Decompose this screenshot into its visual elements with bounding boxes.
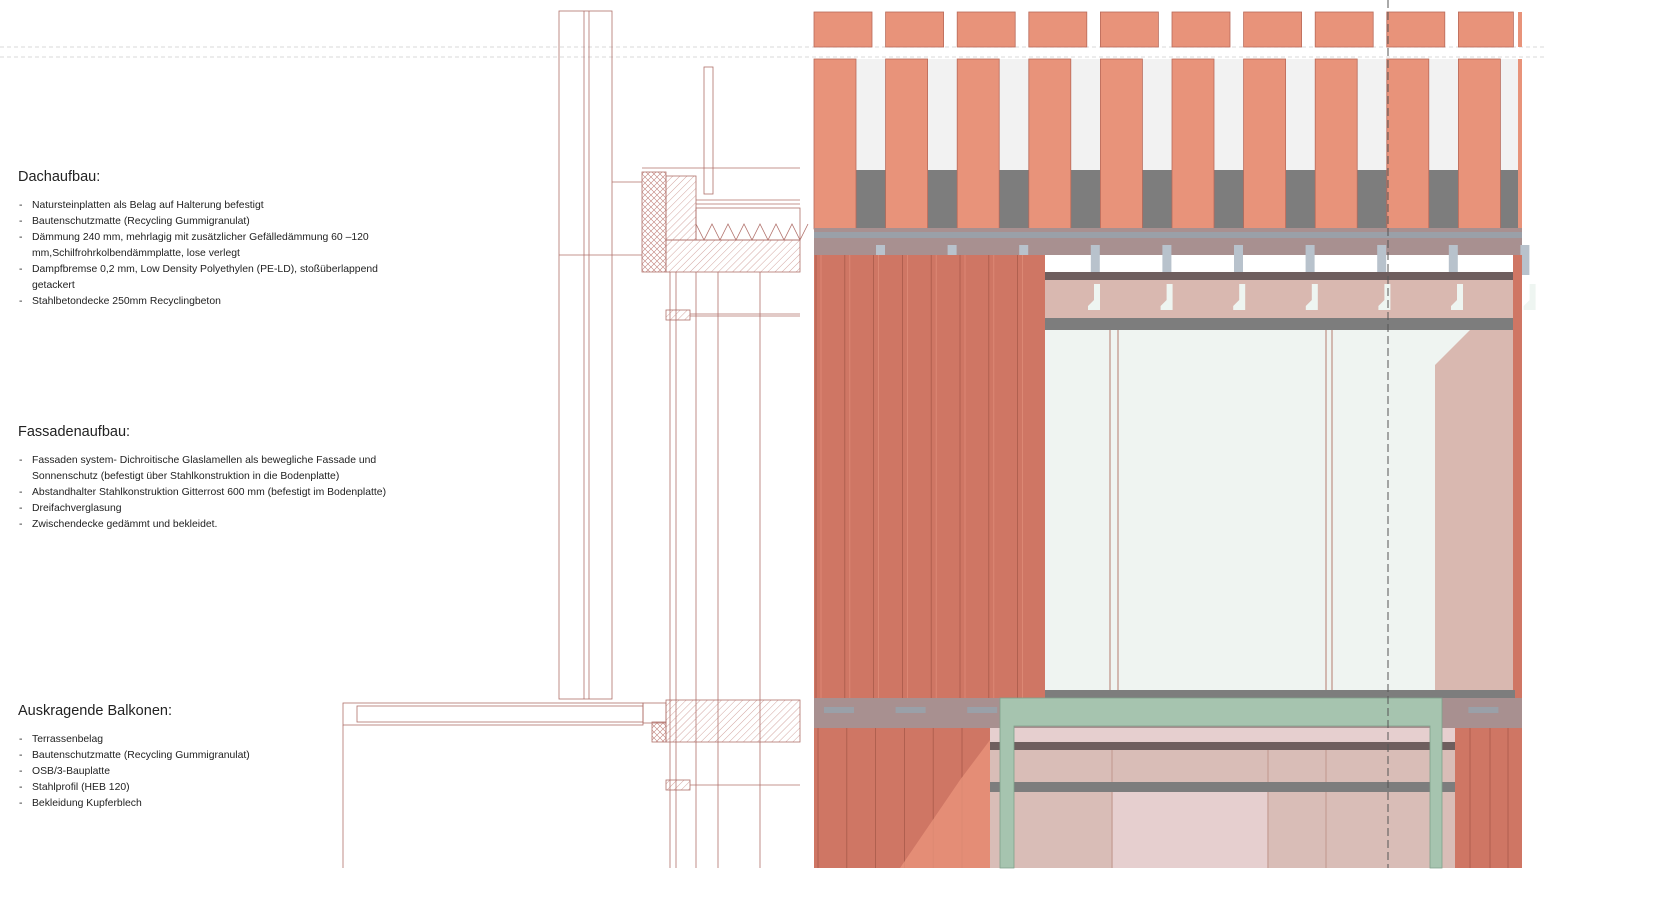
bracket: [665, 309, 691, 321]
roof-lamella-top: [1386, 11, 1446, 48]
bracket-post: [1520, 245, 1530, 275]
list-item: Fassaden system- Dichroitische Glaslamel…: [18, 453, 412, 485]
balcony-heading: Auskragende Balkonen:: [18, 703, 172, 719]
balcony-beam: [990, 742, 1455, 750]
list-item: Stahlprofil (HEB 120): [18, 780, 438, 796]
list-item: Bautenschutzmatte (Recycling Gummigranul…: [18, 214, 438, 230]
roof-lamella: [1458, 58, 1501, 230]
roof-lamella: [1171, 58, 1215, 230]
list-item: Bautenschutzmatte (Recycling Gummigranul…: [18, 748, 438, 764]
insulation-zigzag: [695, 223, 809, 241]
floor-band-slot: [1468, 707, 1499, 713]
list-item: Natursteinplatten als Belag auf Halterun…: [18, 198, 438, 214]
roof-lamella: [813, 58, 857, 230]
roof-lamella-top: [1314, 11, 1374, 48]
roof-lamella-top: [1171, 11, 1231, 48]
roof-edge-strip: [814, 232, 1522, 238]
roof-upturn: [665, 175, 697, 241]
bracket-post: [1234, 245, 1243, 275]
list-item: Dreifachverglasung: [18, 501, 438, 517]
list-item: Bekleidung Kupferblech: [18, 796, 438, 812]
bracket-post: [1162, 245, 1172, 275]
sill-band: [1045, 690, 1515, 698]
bracket-post: [1377, 245, 1387, 275]
list-item: Dampfbremse 0,2 mm, Low Density Polyethy…: [18, 262, 412, 294]
open-lamella: [1435, 330, 1515, 692]
floor-band-slot: [895, 707, 926, 713]
roof-lamella: [885, 58, 928, 230]
roof-lamella-top: [1518, 12, 1522, 47]
roof-lamella: [1100, 58, 1143, 230]
list-item: Dämmung 240 mm, mehrlagig mit zusätzlich…: [18, 230, 402, 262]
roof-lamella: [1028, 58, 1072, 230]
bracket: [665, 779, 691, 791]
list-item: Terrassenbelag: [18, 732, 438, 748]
roof-lamella-top: [885, 11, 944, 48]
copper-cladding-lower: [1455, 728, 1522, 868]
bracket-post: [1448, 245, 1458, 275]
balcony-steel-frame: [999, 697, 1443, 869]
floor-band-slot: [824, 707, 854, 713]
balcony-door: [1112, 790, 1268, 868]
roof-lamella-top: [1458, 11, 1514, 48]
ceiling-band-dark: [1045, 272, 1515, 280]
list-item: Stahlbetondecke 250mm Recyclingbeton: [18, 294, 438, 310]
roof-concrete-slab: [665, 239, 801, 273]
balcony-bracket: [651, 721, 667, 743]
soffit-bracket: [1233, 284, 1246, 310]
roof-lamella-top: [1100, 11, 1159, 48]
facade-list: Fassaden system- Dichroitische Glaslamel…: [18, 453, 438, 533]
soffit-bracket: [1305, 284, 1318, 310]
bracket-post: [1090, 245, 1100, 275]
roof-lamella-top: [956, 11, 1016, 48]
balcony-list: Terrassenbelag Bautenschutzmatte (Recycl…: [18, 732, 438, 812]
copper-edge: [1513, 255, 1522, 698]
roof-build-up: Dachaufbau: Natursteinplatten als Belag …: [18, 169, 438, 310]
balcony-build-up: Auskragende Balkonen: Terrassenbelag Bau…: [18, 703, 438, 812]
section-column-outline: [558, 10, 613, 700]
bracket-post: [1305, 245, 1315, 275]
list-item: Abstandhalter Stahlkonstruktion Gitterro…: [18, 485, 438, 501]
roof-insulation-edge: [641, 171, 667, 273]
copper-cladding: [814, 255, 1045, 698]
soffit-bracket: [1523, 284, 1536, 310]
floor-slab: [665, 699, 801, 743]
roof-lamella: [1518, 59, 1522, 229]
soffit-bracket: [1088, 284, 1100, 310]
roof-lamella-top: [1028, 11, 1088, 48]
list-item: Zwischendecke gedämmt und bekleidet.: [18, 517, 438, 533]
soffit-bracket: [1160, 284, 1173, 310]
ceiling-soffit: [1045, 280, 1515, 318]
soffit-bracket: [1378, 284, 1391, 310]
balcony-connector: [642, 702, 667, 724]
steel-beam: [1045, 318, 1515, 330]
roof-lamella: [1243, 58, 1286, 230]
floor-band-slot: [967, 707, 998, 713]
list-item: OSB/3-Bauplatte: [18, 764, 438, 780]
roof-lamella: [1314, 58, 1358, 230]
parapet-rail: [703, 66, 714, 195]
balcony-railing-bar: [990, 782, 1455, 792]
roof-lamella: [1386, 58, 1430, 230]
roof-heading: Dachaufbau:: [18, 169, 101, 185]
soffit-bracket: [1451, 284, 1463, 310]
roof-list: Natursteinplatten als Belag auf Halterun…: [18, 198, 438, 310]
roof-lamella-top: [813, 11, 873, 48]
facade-build-up: Fassadenaufbau: Fassaden system- Dichroi…: [18, 424, 438, 533]
lamella-shadow: [900, 740, 990, 868]
roof-lamella: [956, 58, 1000, 230]
roof-lamella-top: [1243, 11, 1302, 48]
facade-heading: Fassadenaufbau:: [18, 424, 131, 440]
